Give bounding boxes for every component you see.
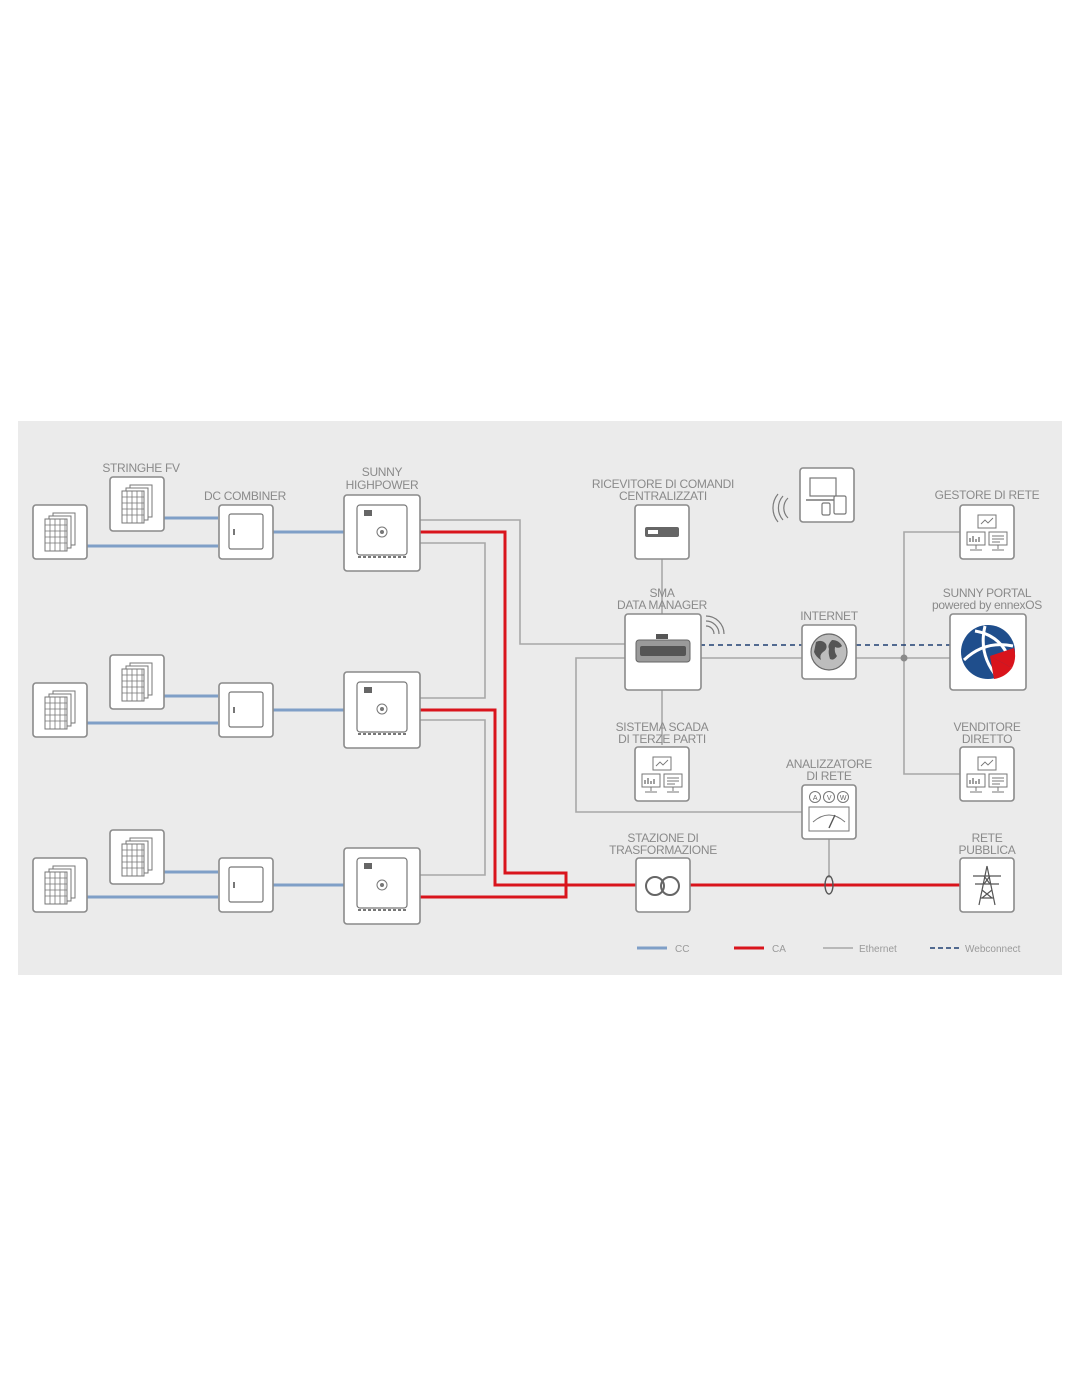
label-gestore-di-rete: GESTORE DI RETE	[935, 488, 1040, 502]
label-rete-2: PUBBLICA	[959, 843, 1016, 857]
legend-item-ca: CA	[734, 944, 786, 955]
legend-item-webconnect: Webconnect	[930, 944, 1021, 955]
globe-icon	[810, 633, 848, 671]
inverter-row2	[343, 671, 421, 749]
data-manager-wifi-icon	[705, 615, 725, 635]
legend-label-ethernet: Ethernet	[859, 944, 897, 955]
node-labels: STRINGHE FV DC COMBINER SUNNY HIGHPOWER …	[102, 461, 1042, 857]
label-ricevitore-2: CENTRALIZZATI	[619, 489, 707, 503]
label-analizzatore-1: ANALIZZATORE	[786, 757, 872, 771]
label-rete-1: RETE	[972, 831, 1003, 845]
pv-module-row1-extra	[109, 476, 165, 532]
dc-combiner-row2	[218, 682, 274, 738]
ethernet-junction	[900, 654, 908, 662]
power-pylon-icon	[973, 865, 1001, 906]
label-analizzatore-2: DI RETE	[806, 769, 852, 783]
label-scada-2: DI TERZE PARTI	[618, 732, 706, 746]
ripple-control-receiver	[634, 504, 690, 560]
laptop-tablet-device	[799, 467, 855, 523]
pv-module-row2-extra	[109, 654, 165, 710]
ac-lines	[420, 530, 960, 899]
legend: CC CA Ethernet Webconnect	[637, 944, 1021, 955]
current-sensor-icon	[824, 875, 834, 895]
sunny-portal-node	[949, 613, 1027, 691]
meter-label-a: A	[813, 795, 818, 802]
pv-module-row1-main	[32, 504, 88, 560]
label-sunny-portal-1: SUNNY PORTAL	[943, 586, 1032, 600]
ennexos-logo-icon	[961, 625, 1016, 679]
ethernet-lines	[420, 519, 960, 878]
dc-combiner-row3	[218, 857, 274, 913]
label-ricevitore-1: RICEVITORE DI COMANDI	[592, 477, 734, 491]
inverter-row3	[343, 847, 421, 925]
scada-monitors	[634, 746, 690, 802]
label-stazione-1: STAZIONE DI	[627, 831, 698, 845]
inverter-row1	[343, 494, 421, 572]
pv-module-row3-main	[32, 857, 88, 913]
label-sunny-portal-2: powered by ennexOS	[932, 598, 1042, 612]
label-sunny-highpower-1: SUNNY	[362, 465, 403, 479]
dc-combiner-row1	[218, 504, 274, 560]
pv-module-row2-main	[32, 682, 88, 738]
label-dc-combiner: DC COMBINER	[204, 489, 287, 503]
label-internet: INTERNET	[800, 609, 859, 623]
direct-seller-monitors	[959, 746, 1015, 802]
internet-node	[801, 624, 857, 680]
legend-label-cc: CC	[675, 944, 689, 955]
label-sunny-highpower-2: HIGHPOWER	[346, 478, 419, 492]
sma-data-manager	[624, 613, 702, 691]
label-venditore-1: VENDITORE	[953, 720, 1020, 734]
label-venditore-2: DIRETTO	[962, 732, 1012, 746]
label-stringhe-fv: STRINGHE FV	[102, 461, 180, 475]
transformer-station	[635, 857, 691, 913]
legend-item-ethernet: Ethernet	[823, 944, 897, 955]
wifi-icon	[772, 493, 789, 523]
public-grid-node	[959, 857, 1015, 913]
meter-label-v: V	[827, 795, 832, 802]
meter-label-w: W	[840, 795, 847, 802]
legend-label-webconnect: Webconnect	[965, 944, 1021, 955]
grid-analyzer: A V W	[801, 784, 857, 840]
grid-operator-monitors	[959, 504, 1015, 560]
diagram-panel	[18, 421, 1062, 975]
label-sma-1: SMA	[649, 586, 674, 600]
label-sma-2: DATA MANAGER	[617, 598, 708, 612]
pv-module-row3-extra	[109, 829, 165, 885]
label-stazione-2: TRASFORMAZIONE	[609, 843, 717, 857]
label-scada-1: SISTEMA SCADA	[616, 720, 709, 734]
transformer-icon	[645, 876, 680, 896]
dc-lines	[87, 516, 344, 899]
legend-label-ca: CA	[772, 944, 786, 955]
legend-item-cc: CC	[637, 944, 689, 955]
